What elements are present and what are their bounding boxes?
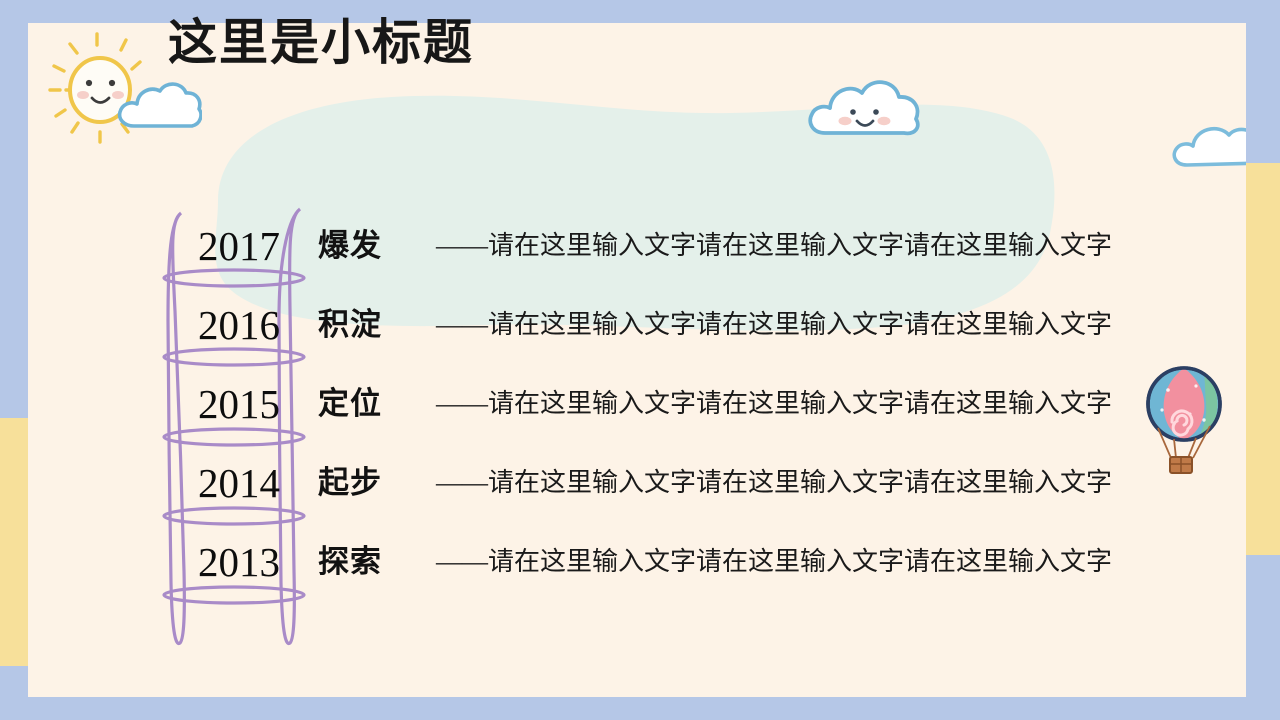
cloud-cheek-right [877,116,891,126]
sun-eye-right [108,79,116,87]
timeline-year: 2015 [198,381,280,427]
cloud-mouth [855,119,875,127]
cloud-eye-left [850,109,856,115]
timeline-description: ——请在这里输入文字请在这里输入文字请在这里输入文字 [436,468,1113,497]
sun-eye-left [85,79,93,87]
hot-air-balloon-icon [1146,366,1222,474]
ladder-icon [162,207,306,646]
page-title: 这里是小标题 [168,15,475,70]
sun-cheek-left [77,91,89,99]
timeline-year: 2014 [198,460,280,506]
slide-content-panel: 2017 爆发 ——请在这里输入文字请在这里输入文字请在这里输入文字 2016 积淀 ——… [28,23,1246,697]
cloud-icon [117,82,202,128]
timeline-year: 2016 [198,302,280,348]
timeline-tag: 积淀 [318,307,382,342]
timeline-description: ——请在这里输入文字请在这里输入文字请在这里输入文字 [436,310,1113,339]
timeline-tag: 起步 [318,465,382,500]
timeline-year: 2017 [198,223,280,269]
timeline-tag: 探索 [318,544,382,579]
frame-accent-band-left [0,418,28,666]
timeline-description: ——请在这里输入文字请在这里输入文字请在这里输入文字 [436,547,1113,576]
timeline-tag: 定位 [318,386,382,421]
timeline-rows: 2017 爆发 ——请在这里输入文字请在这里输入文字请在这里输入文字 2016 积淀 ——… [28,23,1246,697]
cloud-cheek-left [838,116,852,126]
timeline-year: 2013 [198,539,280,585]
balloon-swirl [1170,409,1194,437]
cloud-plain-icon [1172,126,1246,167]
timeline-description: ——请在这里输入文字请在这里输入文字请在这里输入文字 [436,389,1113,418]
cloud-face-icon [808,80,920,136]
frame-accent-band-right [1246,163,1280,555]
timeline-description: ——请在这里输入文字请在这里输入文字请在这里输入文字 [436,231,1113,260]
cloud-eye-right [873,109,879,115]
timeline-tag: 爆发 [318,228,382,263]
sun-mouth [90,96,111,104]
sun-icon [48,32,202,144]
sun-cheek-right [112,91,124,99]
